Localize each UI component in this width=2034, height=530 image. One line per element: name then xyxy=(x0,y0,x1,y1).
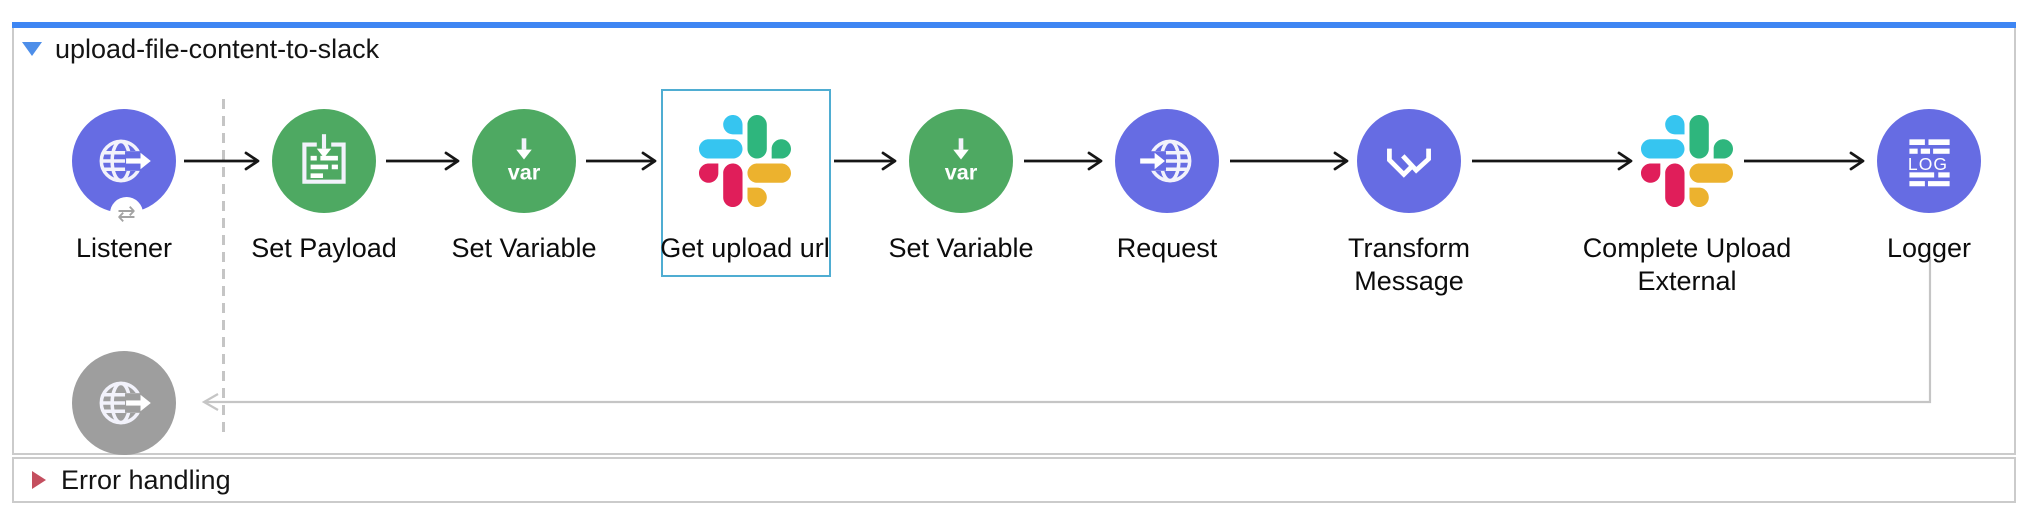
node-request[interactable] xyxy=(1115,109,1219,213)
set-variable-circle: var xyxy=(909,109,1013,213)
flow-selected-accent-bar xyxy=(12,22,2016,28)
log-icon: LOG xyxy=(1908,139,1950,187)
node-set-variable-2[interactable]: var xyxy=(909,109,1013,213)
error-handling-section[interactable]: Error handling xyxy=(12,457,2016,503)
var-text: var xyxy=(508,160,541,185)
globe-in-arrow-icon xyxy=(1140,139,1192,183)
node-label: Set Payload xyxy=(251,233,397,263)
sync-arrows-icon: ⇄ xyxy=(110,197,143,230)
node-complete-upload-external[interactable] xyxy=(1639,113,1735,209)
document-payload-icon xyxy=(302,134,346,184)
node-label: Listener xyxy=(75,233,173,263)
http-response-circle xyxy=(72,351,176,455)
node-set-variable-1[interactable]: var xyxy=(472,109,576,213)
http-request-circle xyxy=(1115,109,1219,213)
collapse-flow-icon[interactable] xyxy=(22,42,42,56)
node-logger[interactable]: LOG xyxy=(1877,109,1981,213)
source-divider-dashed-line xyxy=(222,99,225,439)
set-variable-circle: var xyxy=(472,109,576,213)
error-handling-label: Error handling xyxy=(61,464,231,495)
slack-icon xyxy=(1641,115,1733,207)
node-response[interactable] xyxy=(72,351,176,455)
connector-arrow xyxy=(834,151,897,171)
node-label: Set Variable xyxy=(451,233,597,263)
node-label: Complete Upload External xyxy=(1582,233,1792,296)
selection-outline xyxy=(661,89,831,277)
globe-out-arrow-icon xyxy=(99,139,151,183)
globe-out-arrow-icon xyxy=(99,381,151,425)
connector-arrow xyxy=(1024,151,1103,171)
node-label: Request xyxy=(1116,233,1218,263)
connector-arrow xyxy=(1744,151,1865,171)
flow-container: upload-file-content-to-slack xyxy=(12,22,2016,455)
connector-arrow xyxy=(184,151,260,171)
flow-header[interactable]: upload-file-content-to-slack xyxy=(22,32,379,66)
dataweave-transform-icon xyxy=(1387,148,1431,178)
slack-icon xyxy=(699,115,791,207)
connector-arrow xyxy=(1230,151,1349,171)
connector-arrow xyxy=(1472,151,1633,171)
node-label: Set Variable xyxy=(888,233,1034,263)
connector-arrow xyxy=(586,151,657,171)
dataweave-circle xyxy=(1357,109,1461,213)
node-set-payload[interactable] xyxy=(272,109,376,213)
variable-var-icon: var xyxy=(945,138,978,185)
response-connection-line xyxy=(201,257,1932,411)
http-listener-circle xyxy=(72,109,176,213)
node-listener[interactable]: ⇄ xyxy=(72,109,176,230)
node-label: Logger xyxy=(1886,233,1972,263)
node-get-upload-url[interactable] xyxy=(697,113,793,209)
node-label: Get upload url xyxy=(660,233,830,263)
expand-error-handling-icon[interactable] xyxy=(32,471,46,489)
logger-circle: LOG xyxy=(1877,109,1981,213)
connector-arrow xyxy=(386,151,460,171)
node-transform-message[interactable] xyxy=(1357,109,1461,213)
log-text: LOG xyxy=(1908,154,1948,174)
var-text: var xyxy=(945,160,978,185)
flow-title: upload-file-content-to-slack xyxy=(55,33,380,64)
variable-var-icon: var xyxy=(508,138,541,185)
node-label: Transform Message xyxy=(1347,233,1470,296)
set-payload-circle xyxy=(272,109,376,213)
